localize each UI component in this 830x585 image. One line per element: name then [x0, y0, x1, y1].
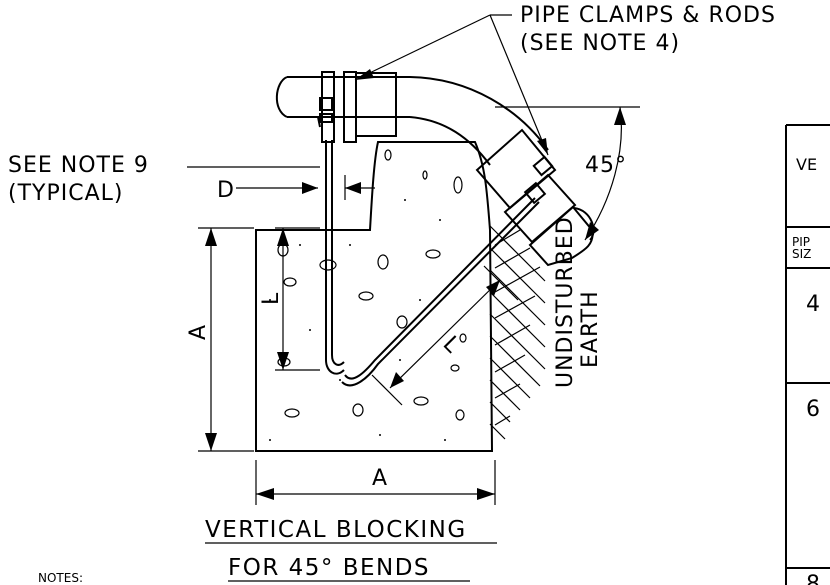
table-pipe-size: 4	[806, 292, 821, 317]
dimension-d-label: D	[217, 178, 235, 203]
drawing-title: VERTICAL BLOCKING FOR 45° BENDS	[205, 517, 497, 582]
title-line-1: VERTICAL BLOCKING	[205, 517, 467, 543]
leader-lines	[187, 14, 549, 168]
pipe-clamps-note: (SEE NOTE 4)	[520, 31, 680, 56]
pipe-bend	[275, 71, 595, 267]
dimension-l-diagonal-label: L	[438, 332, 465, 359]
table-col-header-line-2: SIZ	[792, 247, 811, 261]
see-note-9-label: SEE NOTE 9	[8, 153, 149, 178]
pipe-clamps-label: PIPE CLAMPS & RODS	[520, 3, 776, 28]
table-header-fragment: VE	[796, 155, 817, 174]
dimension-lines	[198, 106, 640, 505]
notes-heading: NOTES:	[38, 571, 83, 585]
undisturbed-label: UNDISTURBED	[553, 216, 578, 388]
title-line-2: FOR 45° BENDS	[228, 555, 430, 581]
dimension-l-vertical-label: L	[259, 292, 284, 305]
earth-hatch	[489, 225, 546, 440]
earth-label: EARTH	[578, 290, 603, 368]
dimension-a-vertical-label: A	[186, 324, 211, 340]
dimension-a-horizontal-label: A	[372, 466, 388, 491]
table-pipe-size: 8	[806, 572, 821, 585]
angle-45-label: 45°	[585, 153, 627, 178]
sizing-table: VE PIP SIZ 4 6 8	[785, 124, 830, 585]
tie-rods	[325, 140, 540, 387]
see-note-9-typical: (TYPICAL)	[8, 181, 123, 206]
table-pipe-size: 6	[806, 397, 821, 422]
table-col-header-line-1: PIP	[792, 235, 810, 249]
